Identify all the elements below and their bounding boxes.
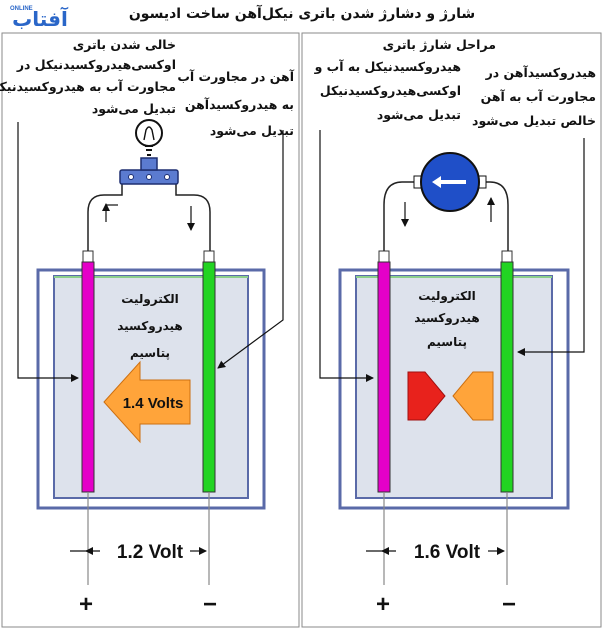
left-negative-terminal: [203, 250, 215, 263]
right-negative-line-2: مجاورت آب به آهن: [480, 89, 596, 104]
right-electrolyte-label-3: پتاسیم: [427, 335, 467, 349]
logo-small-text: ONLINE: [10, 6, 33, 12]
diagram-title: شارژ و دشارژ شدن باتری نیکل‌آهن ساخت ادی…: [128, 6, 476, 22]
right-negative-line-3: خالص تبدیل می‌شود: [472, 113, 596, 128]
charge-arrow-orange: [452, 371, 494, 421]
left-electrolyte-label-1: الکترولیت: [121, 292, 179, 307]
right-header: مراحل شارژ باتری: [382, 37, 496, 52]
left-electrolyte-top: [54, 276, 248, 278]
left-negative-line-1: آهن در مجاورت آب: [177, 69, 294, 84]
left-cell: 1.4 Volts الکترولیت هیدروکسید پتاسیم 1.2…: [17, 119, 284, 618]
left-positive-line-1: اوکسی‌هیدروکسیدنیکل در: [16, 57, 176, 72]
right-electrolyte-label-1: الکترولیت: [418, 289, 476, 304]
discharge-arrow-label: 1.4 Volts: [123, 395, 184, 412]
right-cell: الکترولیت هیدروکسید پتاسیم 1.6 Volt + −: [319, 130, 585, 618]
right-negative-electrode: [500, 261, 514, 493]
discharge-arrow: [103, 360, 191, 444]
left-positive-terminal: [82, 250, 94, 263]
right-positive-terminal: [378, 250, 390, 263]
right-minus-sign: −: [502, 591, 516, 618]
charge-arrow-red: [407, 371, 446, 421]
left-header: خالی شدن باتری: [72, 37, 176, 52]
lightbulb-icon: [119, 119, 179, 185]
right-panel-frame: [301, 32, 602, 628]
right-voltage: 1.6 Volt: [414, 542, 481, 563]
left-plus-sign: +: [79, 591, 93, 618]
right-negative-terminal: [501, 250, 513, 263]
left-electrolyte-label-3: پتاسیم: [130, 346, 170, 360]
left-voltage: 1.2 Volt: [117, 542, 184, 563]
right-positive-line-3: تبدیل می‌شود: [376, 107, 461, 122]
left-negative-electrode: [202, 261, 216, 493]
left-negative-line-2: به هیدروکسیدآهن: [184, 97, 294, 112]
left-external-circuit: [87, 180, 211, 251]
left-positive-electrode: [81, 261, 95, 493]
left-electrolyte-label-2: هیدروکسید: [117, 319, 183, 334]
right-negative-line-1: هیدروکسیدآهن در: [485, 65, 596, 80]
left-negative-line-3: تبدیل می‌شود: [209, 123, 294, 138]
right-positive-line-2: اوکسی‌هیدروکسیدنیکل: [319, 83, 461, 98]
right-positive-line-1: هیدروکسیدنیکل به آب و: [314, 59, 461, 74]
right-electrolyte-label-2: هیدروکسید: [414, 311, 480, 326]
site-logo: ONLINE آفتاب: [10, 6, 69, 30]
right-external-circuit: [383, 181, 509, 251]
charger-icon: [413, 152, 487, 212]
right-positive-electrode: [377, 261, 391, 493]
logo-text: آفتاب: [12, 6, 69, 30]
left-positive-line-3: تبدیل می‌شود: [91, 101, 176, 116]
left-panel-frame: [1, 32, 300, 628]
right-plus-sign: +: [376, 591, 390, 618]
left-positive-line-2: مجاورت آب به هیدروکسیدنیکل: [0, 79, 176, 94]
left-minus-sign: −: [203, 591, 217, 618]
